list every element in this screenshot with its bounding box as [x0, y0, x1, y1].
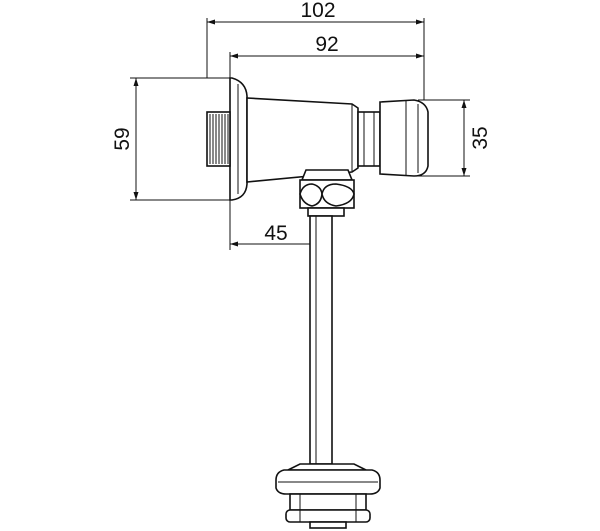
dimension-label-overall-length: 102	[300, 0, 335, 22]
flush-pipe	[309, 215, 333, 465]
dimension-body-length: 92	[229, 33, 424, 82]
push-button-cap	[379, 99, 429, 177]
dimension-cap-height: 35	[418, 99, 492, 177]
outlet-nut	[299, 169, 355, 217]
wall-flange	[229, 77, 248, 201]
dimension-label-cap-height: 35	[469, 126, 492, 149]
dimension-label-body-length: 92	[315, 33, 338, 56]
spud-connector	[285, 493, 371, 529]
dimension-flange-height: 59	[111, 77, 232, 201]
valve-body	[246, 97, 359, 183]
dimension-label-outlet-offset: 45	[264, 222, 287, 245]
dimension-overall-length: 102	[206, 0, 425, 100]
threaded-inlet	[206, 111, 231, 167]
bottom-rosette	[275, 463, 381, 495]
dimension-label-flange-height: 59	[111, 127, 134, 150]
valve-collar	[357, 111, 381, 167]
